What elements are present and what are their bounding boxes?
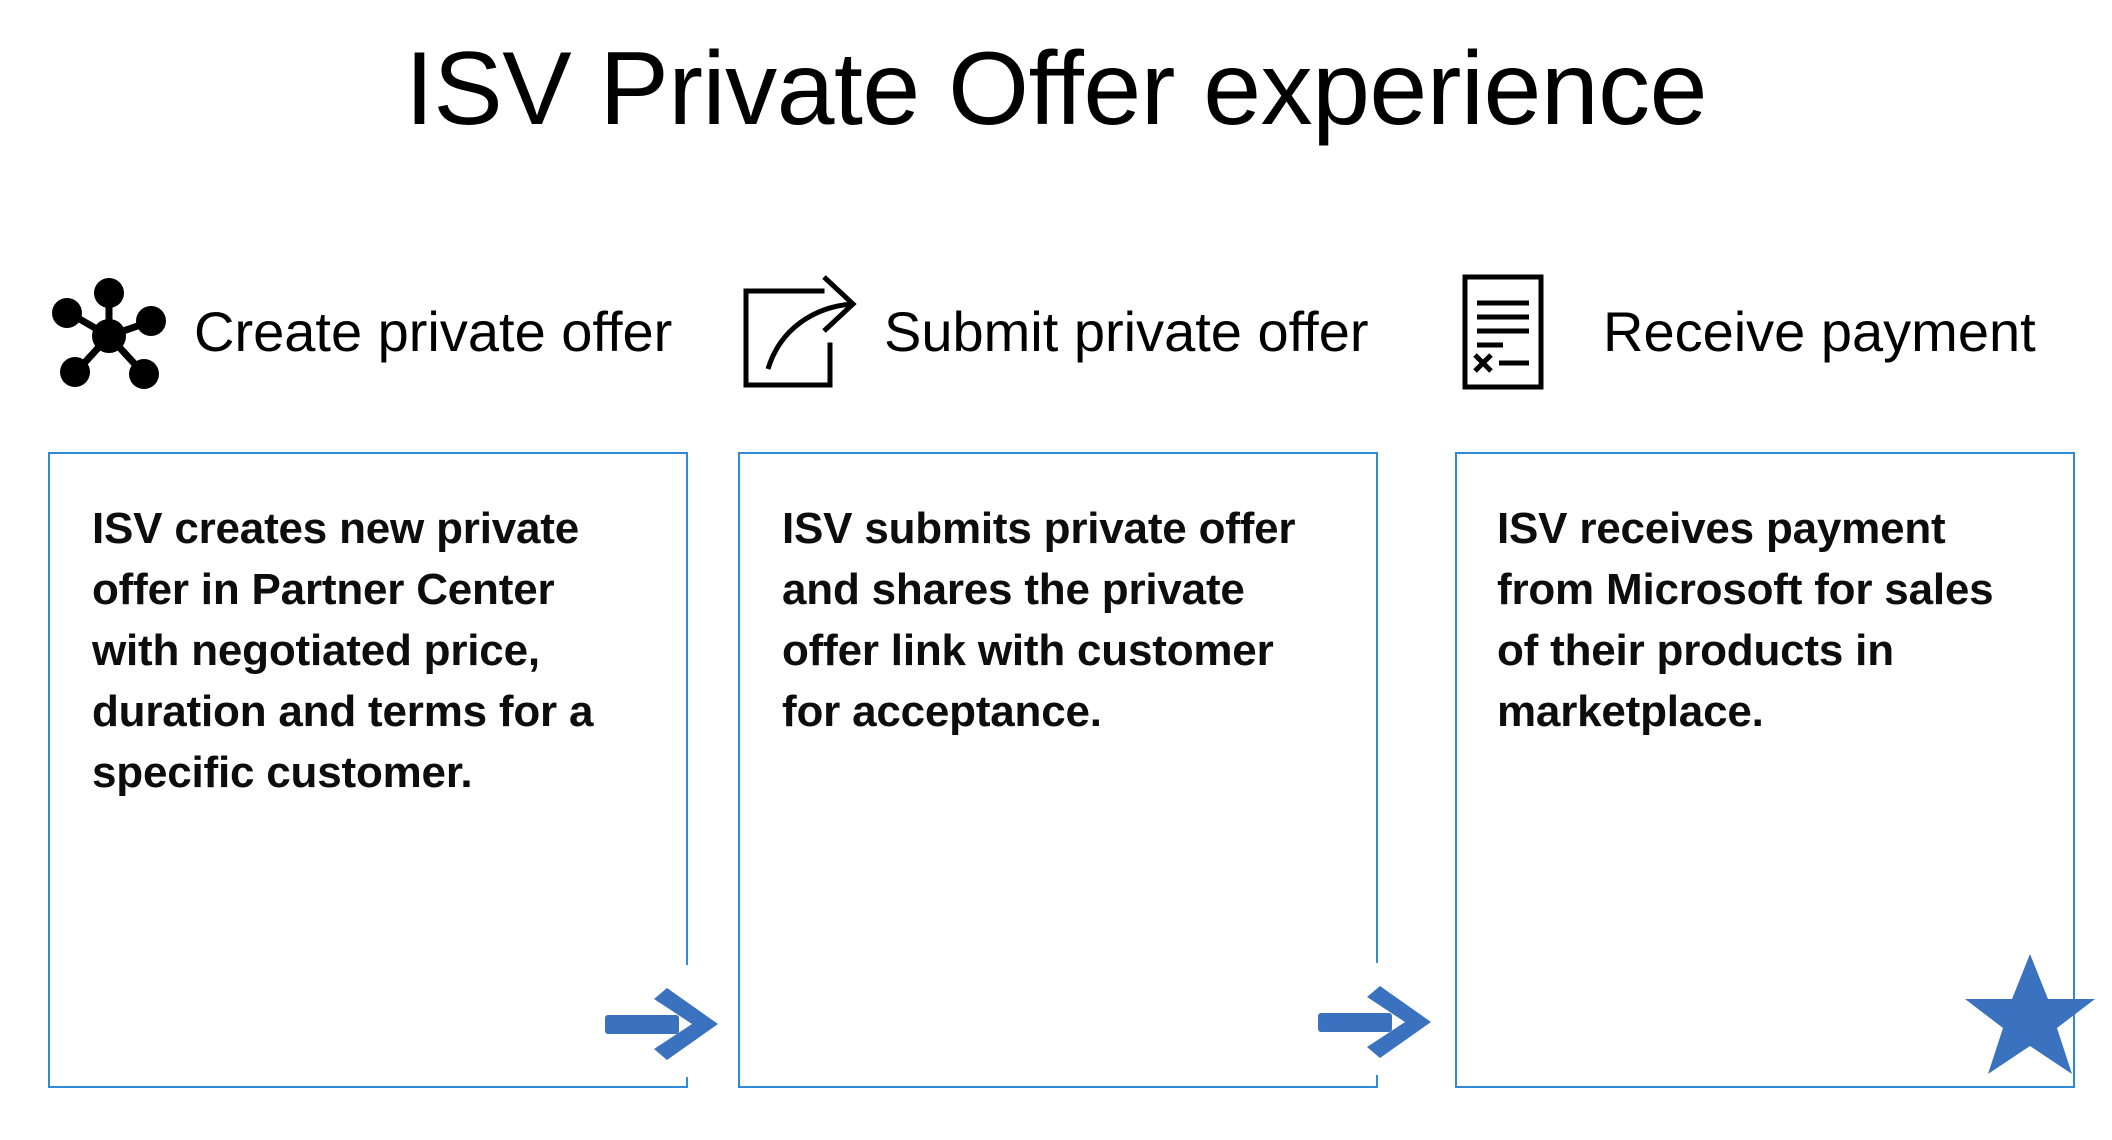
step-2-card: ISV submits private offer and shares the… <box>738 452 1378 1088</box>
arrow-right-icon <box>1318 978 1438 1066</box>
step-3-card: ISV receives payment from Microsoft for … <box>1455 452 2075 1088</box>
step-1-header: Create private offer <box>48 272 672 392</box>
hub-network-icon <box>50 273 168 391</box>
step-1-heading: Create private offer <box>194 300 673 363</box>
step-1-border-gap <box>680 965 694 1077</box>
step-2-header: Submit private offer <box>738 272 1369 392</box>
step-2-body-text: ISV submits private offer and shares the… <box>782 504 1296 736</box>
step-3-body-text: ISV receives payment from Microsoft for … <box>1497 504 1994 736</box>
step-3-receive-payment: Receive payment ISV receives payment fro… <box>1455 0 2075 1140</box>
step-1-create-private-offer: Create private offer ISV creates new pri… <box>48 0 688 1140</box>
step-2-heading: Submit private offer <box>884 300 1369 363</box>
page-title: ISV Private Offer experience <box>404 31 1708 147</box>
step-2-submit-private-offer: Submit private offer ISV submits private… <box>738 0 1378 1140</box>
invoice-document-icon <box>1461 273 1569 391</box>
star-icon <box>1965 952 2095 1076</box>
share-external-link-icon <box>740 273 858 391</box>
step-1-card: ISV creates new private offer in Partner… <box>48 452 688 1088</box>
step-1-body-text: ISV creates new private offer in Partner… <box>92 504 594 797</box>
arrow-right-icon <box>605 980 725 1068</box>
step-3-heading: Receive payment <box>1603 300 2036 363</box>
step-3-header: Receive payment <box>1455 272 2036 392</box>
